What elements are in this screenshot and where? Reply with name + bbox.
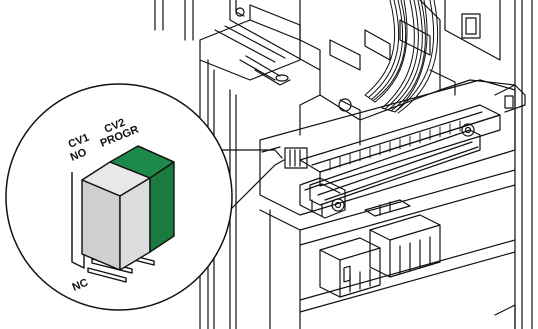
lower-housing [260, 170, 515, 329]
ribbon-cable [365, 0, 438, 113]
upper-bracket [200, 0, 300, 85]
flat-connector [300, 178, 345, 218]
jumper-grey-block [82, 162, 150, 270]
terminal-blocks [320, 200, 440, 297]
